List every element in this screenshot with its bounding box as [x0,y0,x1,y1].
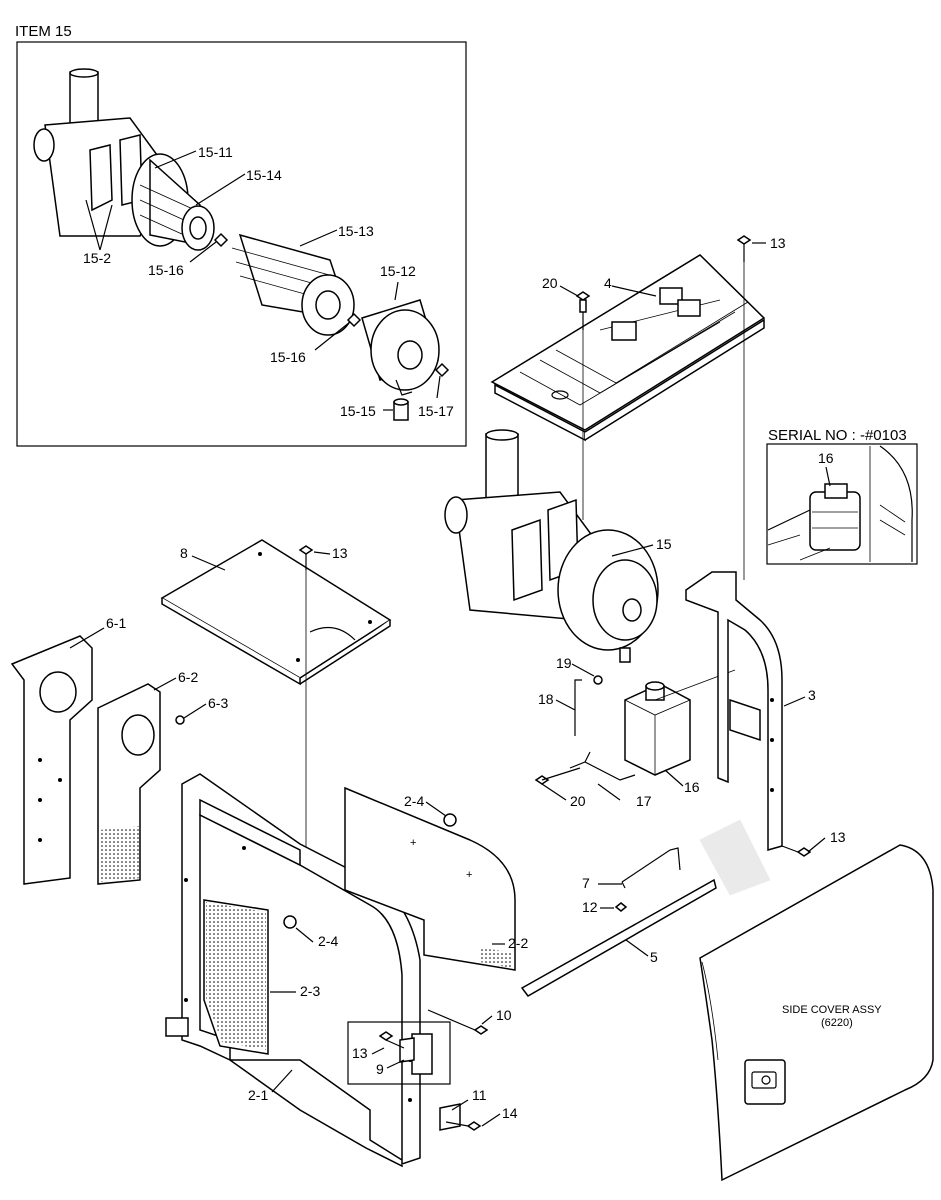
side-cover-latch-icon [744,1059,786,1105]
panel-2-2: + + [344,786,516,971]
side-cover-assy: SIDE COVER ASSY (6220) [699,844,934,1182]
serial-inset: SERIAL NO : -#0103 16 [766,427,918,565]
inset-wing-nut-b [346,312,362,328]
bracket-11 [439,1103,482,1131]
bolt-10 [427,1009,489,1035]
strap-17 [569,751,636,781]
plate-8 [160,539,392,686]
inset-wing-nut-c [434,362,450,378]
serial-tank [809,491,861,551]
frame-2-1 [165,773,421,1168]
label-4: 4 [604,275,612,291]
label-8: 8 [180,545,188,561]
bracket-6-1 [10,635,93,885]
air-cleaner-15 [444,429,659,663]
label-15: 15 [656,536,672,552]
inset-cover [361,299,440,396]
label-13-top: 13 [770,235,786,251]
bolt-13-plate [298,545,314,850]
hose-18 [574,679,582,736]
label-3: 3 [808,687,816,703]
bracket-6-2 [97,683,161,885]
svg-text:+: + [410,837,416,849]
label-13-plate: 13 [332,545,348,561]
label-12: 12 [582,899,598,915]
inset-wing-nut-a [213,232,229,248]
side-cover-title: SIDE COVER ASSY [782,1004,882,1016]
label-18: 18 [538,691,554,707]
latch-detail-9 [347,1021,451,1085]
screw-12 [614,902,628,912]
label-15-12: 15-12 [380,263,416,279]
label-2-2: 2-2 [508,935,528,951]
inset-outer-filter [231,233,355,336]
side-cover-code: (6220) [821,1017,853,1029]
serial-title: SERIAL NO : -#0103 [768,427,907,444]
label-15-17: 15-17 [418,403,454,419]
item15-title: ITEM 15 [15,23,72,40]
label-2-1: 2-1 [248,1087,268,1103]
bolt-13-stand [781,845,812,857]
label-17: 17 [636,793,652,809]
grommet-2-4-a [443,813,457,827]
plate-shadow [699,819,771,896]
label-15-15: 15-15 [340,403,376,419]
pin-6-3 [175,715,185,725]
label-20-tank: 20 [570,793,586,809]
grommet-2-4-b [283,915,297,929]
label-6-3: 6-3 [208,695,228,711]
inset-air-cleaner-housing [33,68,189,247]
label-16: 16 [684,779,700,795]
clamp-19 [593,675,603,685]
handle-7 [621,847,681,889]
bolt-20-top [575,291,591,330]
stand-3 [685,571,783,851]
bolt-20-tank [534,767,581,785]
item15-frame [16,41,467,447]
label-2-4-a: 2-4 [404,793,424,809]
bolt-13-top [736,235,752,318]
item15-inset: ITEM 15 [15,23,467,447]
panel-2-3 [203,899,269,1055]
label-serial-16: 16 [818,450,834,466]
bar-5 [520,878,717,997]
label-15-14: 15-14 [246,167,282,183]
label-10: 10 [496,1007,512,1023]
label-15-16-a: 15-16 [148,262,184,278]
label-13-latch: 13 [352,1045,368,1061]
label-20-top: 20 [542,275,558,291]
svg-text:+: + [466,869,472,881]
label-19: 19 [556,655,572,671]
label-6-1: 6-1 [106,615,126,631]
label-15-13: 15-13 [338,223,374,239]
label-15-16-b: 15-16 [270,349,306,365]
label-5: 5 [650,949,658,965]
label-14: 14 [502,1105,518,1121]
label-15-11: 15-11 [198,144,233,160]
label-2-3: 2-3 [300,983,320,999]
label-2-4-b: 2-4 [318,933,338,949]
serial-frame [766,443,918,565]
label-13-stand: 13 [830,829,846,845]
label-11: 11 [472,1087,487,1103]
reservoir-tank-16 [624,681,691,776]
label-15-2: 15-2 [83,250,111,266]
leader-lines [69,242,826,1127]
inset-inner-filter [139,158,215,251]
label-9: 9 [376,1061,384,1077]
label-7: 7 [582,875,590,891]
callout-labels: 13 20 4 8 13 15 6-1 6-2 6-3 19 18 3 16 2… [106,235,846,1121]
label-6-2: 6-2 [178,669,198,685]
upper-bracket-4 [490,254,766,442]
